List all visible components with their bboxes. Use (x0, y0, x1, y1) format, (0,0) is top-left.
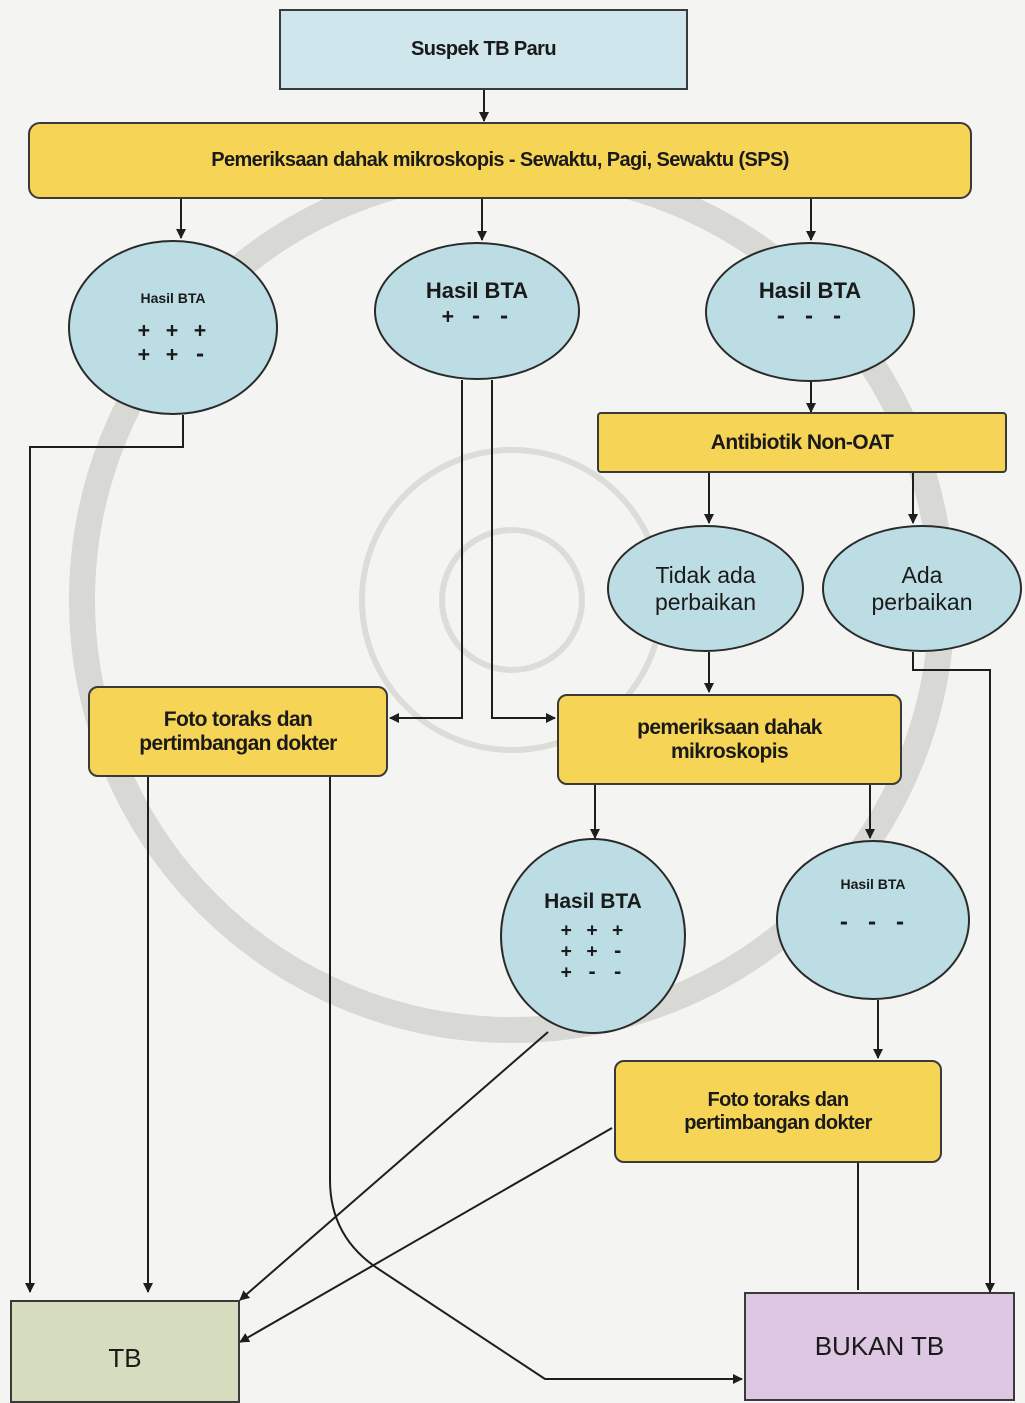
arrow-bta2-periksa2 (491, 380, 556, 723)
node-pemeriksaan-dahak-2: pemeriksaan dahak mikroskopis (557, 694, 902, 785)
tb-label: TB (108, 1343, 142, 1373)
node-foto-toraks-2: Foto toraks dan pertimbangan dokter (614, 1060, 942, 1163)
node-bukan-tb: BUKAN TB (744, 1292, 1015, 1401)
arrow-bta1-tb (25, 415, 184, 1293)
foto2-line-1: Foto toraks dan (707, 1088, 849, 1111)
node-hasil-bta-2: Hasil BTA + - - (374, 242, 580, 380)
node-ada-perbaikan: Ada perbaikan (822, 525, 1022, 652)
node-hasil-bta-3: Hasil BTA - - - (705, 242, 915, 382)
bta4-title: Hasil BTA (544, 889, 642, 913)
tidak-ada-line-2: perbaikan (654, 588, 757, 615)
node-hasil-bta-5: Hasil BTA - - - (776, 840, 970, 1000)
bta3-result: - - - (774, 304, 846, 328)
ada-line-1: Ada (901, 561, 943, 588)
arrow-ada-bukan (912, 652, 995, 1293)
bta5-title: Hasil BTA (840, 876, 906, 892)
node-foto-toraks-1: Foto toraks dan pertimbangan dokter (88, 686, 388, 777)
bta2-title: Hasil BTA (425, 278, 529, 303)
periksa2-line-2: mikroskopis (670, 739, 789, 763)
node-suspek-tb-paru: Suspek TB Paru (279, 9, 688, 90)
bta3-title: Hasil BTA (758, 278, 862, 303)
tidak-ada-line-1: Tidak ada (655, 561, 756, 588)
node-hasil-bta-1: Hasil BTA + + + + + - (68, 240, 278, 415)
foto1-line-2: pertimbangan dokter (139, 731, 337, 755)
node-suspek-label: Suspek TB Paru (411, 38, 557, 60)
periksa2-line-1: pemeriksaan dahak (637, 715, 822, 739)
bta4-result-3: + - - (560, 961, 626, 983)
antibiotik-label: Antibiotik Non-OAT (710, 430, 894, 454)
arrow-foto2-tb (239, 1127, 613, 1343)
bta1-result-1: + + + (137, 317, 209, 342)
node-tb: TB (10, 1300, 240, 1403)
ada-line-2: perbaikan (871, 588, 973, 615)
bukan-tb-label: BUKAN TB (814, 1331, 945, 1361)
node-hasil-bta-4: Hasil BTA + + + + + - + - - (500, 838, 686, 1034)
bta1-title: Hasil BTA (140, 289, 206, 306)
arrow-foto1-bukan (329, 777, 743, 1384)
arrow-bta2-foto1 (389, 380, 463, 723)
bta4-result-1: + + + (560, 919, 626, 941)
bta2-result: + - - (441, 304, 513, 328)
bta1-result-2: + + - (137, 341, 209, 366)
node-antibiotik-non-oat: Antibiotik Non-OAT (597, 412, 1007, 473)
node-pemeriksaan-sps: Pemeriksaan dahak mikroskopis - Sewaktu,… (28, 122, 972, 199)
bta5-result: - - - (837, 910, 909, 934)
foto1-line-1: Foto toraks dan (163, 707, 313, 731)
arrow-bta4-tb (239, 1031, 549, 1301)
bta4-result-2: + + - (560, 940, 626, 962)
node-tidak-ada-perbaikan: Tidak ada perbaikan (607, 525, 804, 652)
foto2-line-2: pertimbangan dokter (684, 1111, 872, 1134)
node-sps-label: Pemeriksaan dahak mikroskopis - Sewaktu,… (211, 149, 789, 171)
